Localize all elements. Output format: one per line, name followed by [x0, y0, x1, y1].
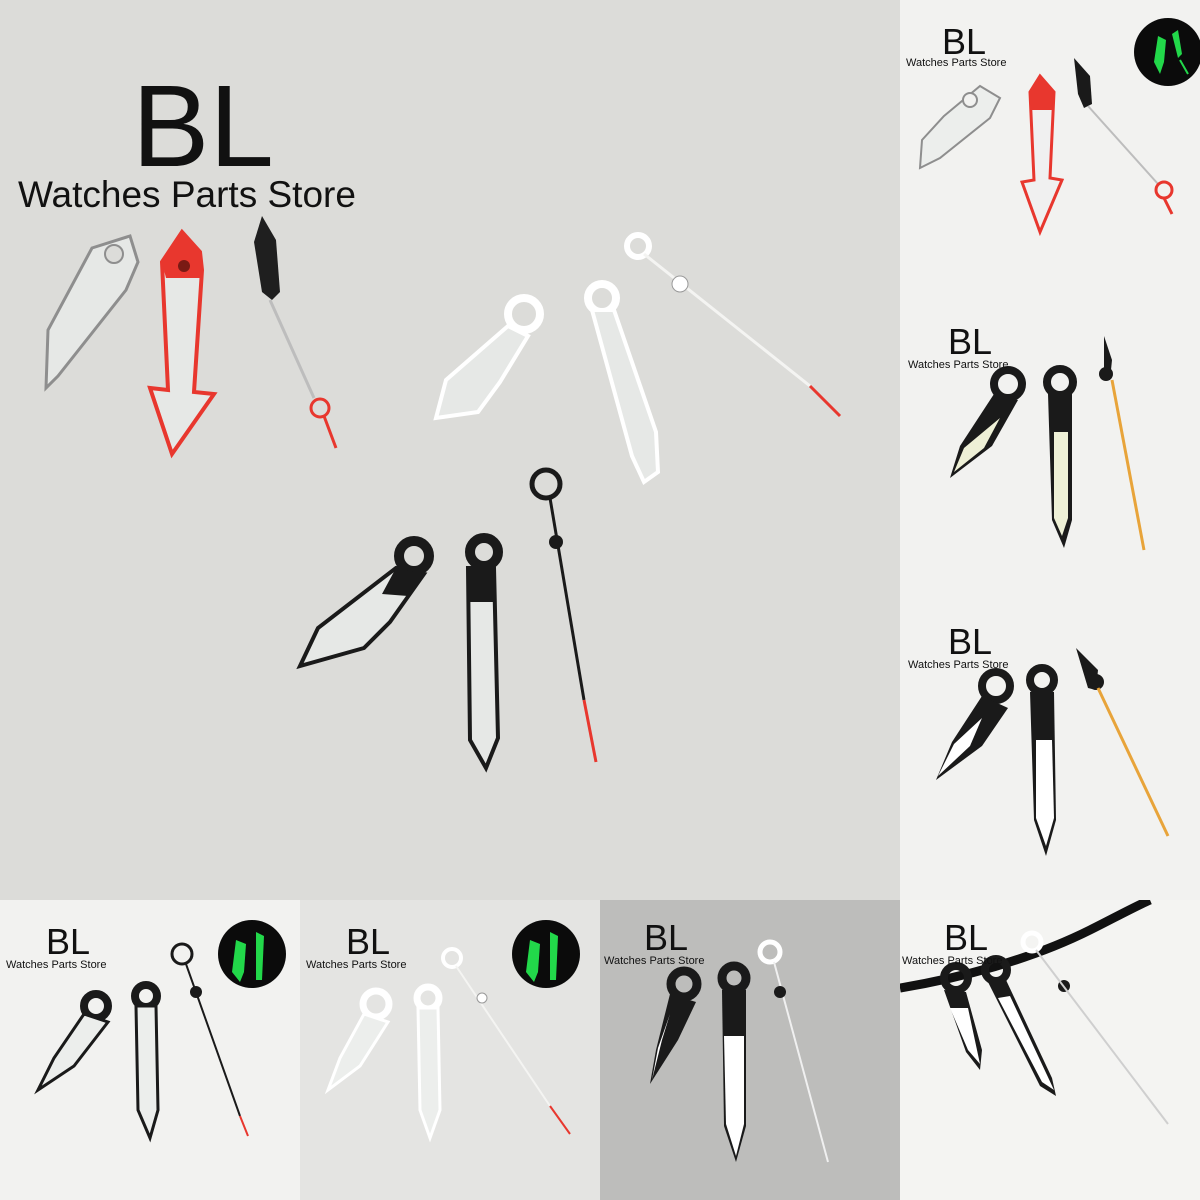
- mid-right-photo-svg-2: [936, 648, 1170, 856]
- hour-hand-white-arrow: [44, 234, 140, 392]
- brand-logo: BL: [132, 61, 274, 191]
- bottom-photo-svg-3: [650, 939, 829, 1163]
- brand-logo: BL: [948, 621, 993, 662]
- store-name: Watches Parts Store: [906, 57, 1007, 69]
- hour-hand-black-framed: [296, 536, 434, 670]
- second-hand-black-red-tip: [529, 467, 598, 763]
- bottom-photo-panel-3: BL Watches Parts Store: [600, 900, 900, 1200]
- mid-right-photo-panel-1: BL Watches Parts Store: [900, 300, 1200, 600]
- store-name: Watches Parts Store: [902, 955, 1003, 967]
- store-name: Watches Parts Store: [604, 955, 705, 967]
- minute-hand-red-arrow: [147, 228, 218, 459]
- hour-hand-white-framed: [433, 294, 544, 421]
- brand-logo: BL: [644, 917, 689, 958]
- store-name: Watches Parts Store: [908, 659, 1009, 671]
- top-right-photo-panel: BL Watches Parts Store: [900, 0, 1200, 300]
- store-name: Watches Parts Store: [18, 174, 356, 215]
- brand-logo: BL: [948, 321, 993, 362]
- bottom-photo-svg-4: [900, 900, 1169, 1125]
- bottom-photo-svg-1: [34, 920, 286, 1143]
- top-right-photo-svg: [918, 18, 1200, 237]
- mid-right-photo-panel-2: BL Watches Parts Store: [900, 600, 1200, 900]
- brand-logo: BL: [944, 917, 989, 958]
- main-photo-svg: [44, 216, 842, 773]
- bottom-photo-panel-2: BL Watches Parts Store: [300, 900, 600, 1200]
- bottom-photo-panel-1: BL Watches Parts Store: [0, 900, 300, 1200]
- bottom-photo-svg-2: [324, 920, 580, 1143]
- store-name: Watches Parts Store: [6, 959, 107, 971]
- main-photo-panel: BL Watches Parts Store: [0, 0, 900, 900]
- store-name: Watches Parts Store: [908, 359, 1009, 371]
- store-name: Watches Parts Store: [306, 959, 407, 971]
- brand-logo: BL: [46, 921, 91, 962]
- second-hand-white-red: [624, 232, 842, 418]
- bottom-photo-panel-4: BL Watches Parts Store: [900, 900, 1200, 1200]
- second-hand-black-red: [254, 216, 338, 449]
- mid-right-photo-svg-1: [950, 336, 1146, 551]
- brand-logo: BL: [942, 21, 987, 62]
- brand-logo: BL: [346, 921, 391, 962]
- minute-hand-white-framed: [584, 280, 661, 486]
- minute-hand-black-framed: [465, 533, 503, 773]
